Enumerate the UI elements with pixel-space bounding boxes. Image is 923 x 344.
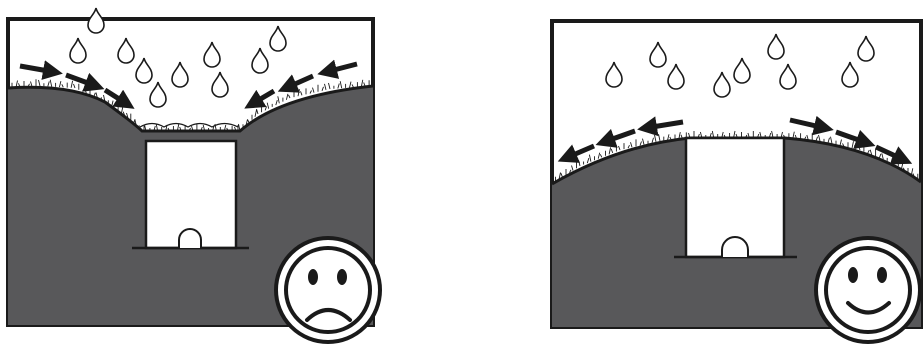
smile-face-icon	[816, 238, 920, 342]
drain-arch-right	[722, 237, 748, 257]
drain-arch-left	[179, 229, 201, 248]
frown-face-icon	[276, 238, 380, 342]
raindrop-icon	[88, 8, 104, 33]
